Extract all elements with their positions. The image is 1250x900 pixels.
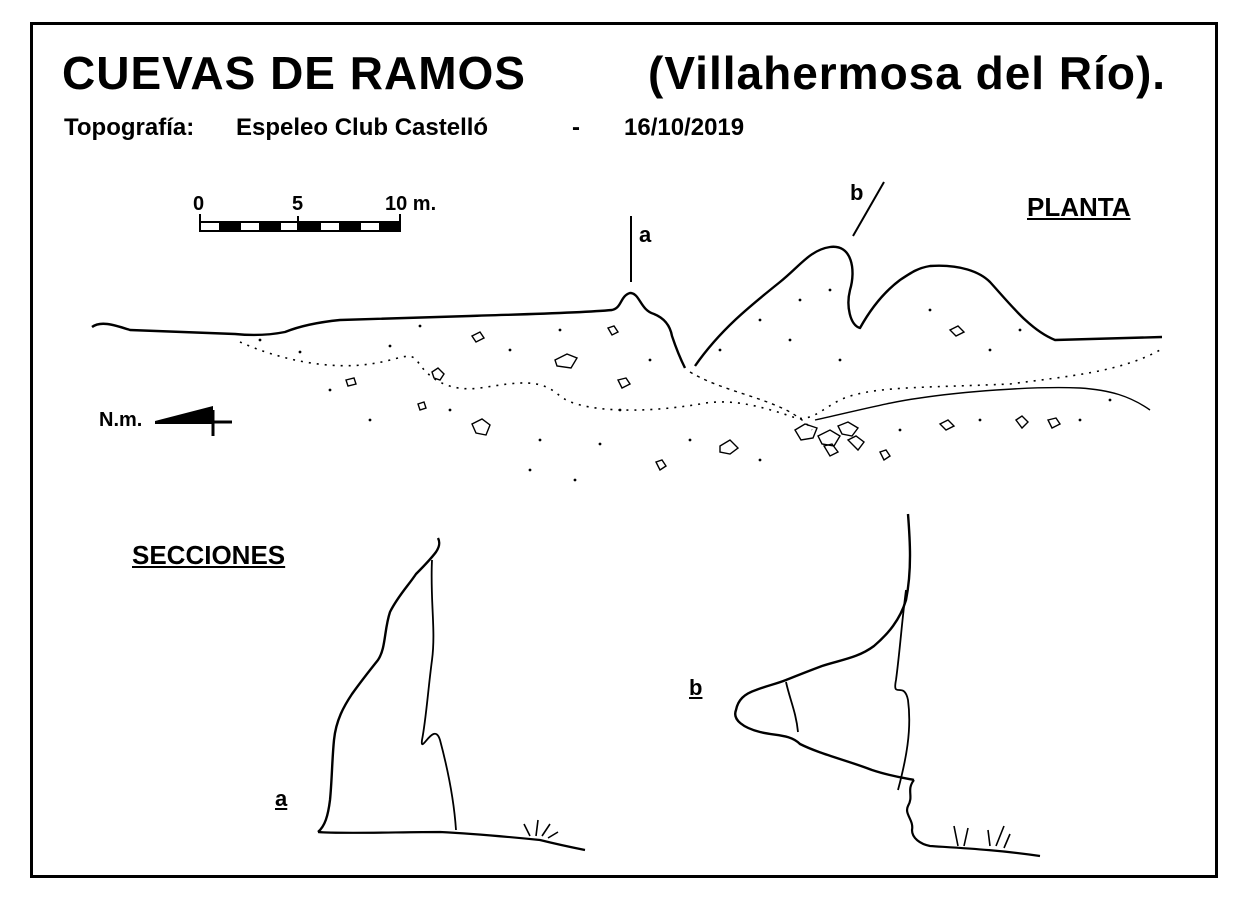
cave-location: (Villahermosa del Río). [648, 47, 1167, 99]
section-marker-a-label: a [639, 222, 652, 247]
plan-lower-boundary [814, 386, 1151, 421]
cave-title: CUEVAS DE RAMOS [62, 47, 526, 99]
survey-date: 16/10/2019 [624, 114, 745, 141]
section-a-profile [317, 537, 441, 833]
topography-label: Topografía: [64, 114, 195, 141]
plan-upper-wall [91, 291, 687, 369]
drawing-frame [30, 22, 1218, 878]
plan-heading: PLANTA [1027, 192, 1131, 222]
plan-gully [689, 371, 813, 431]
plan-boulders [345, 325, 1062, 472]
section-b-vegetation [953, 825, 1011, 849]
plan-sediment-dots [258, 288, 1112, 482]
section-a-inner [420, 559, 457, 831]
plan-upper-wall-east [694, 245, 1163, 367]
section-b-lower-wall [906, 779, 1041, 858]
section-line-b [852, 181, 885, 237]
north-label: N.m. [99, 409, 143, 431]
scale-label-5: 5 [292, 193, 304, 215]
section-b-inner [785, 589, 911, 791]
scale-label-0: 0 [193, 193, 205, 215]
section-marker-b-label: b [850, 180, 864, 205]
scale-bar [199, 214, 401, 232]
scale-label-10: 10 m. [385, 193, 437, 215]
sections-heading: SECCIONES [132, 540, 286, 570]
section-a-vegetation [523, 819, 559, 839]
section-b-profile [734, 513, 915, 782]
plan-lower-wall [239, 341, 1161, 420]
north-arrow-icon [155, 406, 232, 436]
section-b-label: b [689, 675, 703, 700]
credits-separator: - [572, 114, 580, 141]
section-a-label: a [275, 786, 288, 811]
club-name: Espeleo Club Castelló [236, 114, 489, 141]
section-a-floor [317, 830, 586, 852]
